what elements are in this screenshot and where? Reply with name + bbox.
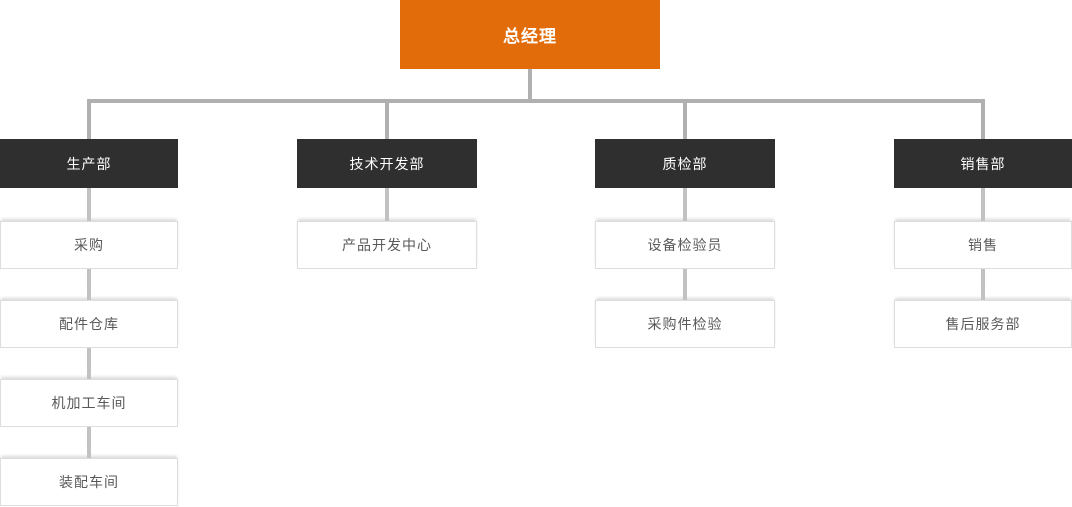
connector-dept-stem-tech: [385, 99, 389, 139]
org-node-production-dept: 生产部: [0, 139, 178, 188]
org-node-equipment-inspector: 设备检验员: [595, 221, 775, 269]
connector-child-stem: [385, 188, 389, 221]
org-node-sales: 销售: [894, 221, 1072, 269]
org-node-quality-inspection-dept: 质检部: [595, 139, 775, 188]
connector-root-stem: [528, 69, 532, 103]
org-node-purchased-parts-inspection: 采购件检验: [595, 300, 775, 348]
connector-dept-stem-production: [87, 99, 91, 139]
connector-child-stem: [683, 269, 687, 300]
connector-child-stem: [981, 269, 985, 300]
org-node-tech-development-dept: 技术开发部: [297, 139, 477, 188]
org-node-sales-dept: 销售部: [894, 139, 1072, 188]
org-node-product-development-center: 产品开发中心: [297, 221, 477, 269]
org-node-general-manager: 总经理: [400, 0, 660, 69]
org-node-purchasing: 采购: [0, 221, 178, 269]
connector-child-stem: [87, 269, 91, 300]
connector-horizontal: [87, 99, 985, 103]
org-node-machining-workshop: 机加工车间: [0, 379, 178, 427]
connector-child-stem: [683, 188, 687, 221]
org-node-parts-warehouse: 配件仓库: [0, 300, 178, 348]
org-node-assembly-workshop: 装配车间: [0, 458, 178, 506]
connector-child-stem: [981, 188, 985, 221]
connector-dept-stem-qc: [683, 99, 687, 139]
connector-dept-stem-sales: [981, 99, 985, 139]
connector-child-stem: [87, 188, 91, 221]
connector-child-stem: [87, 348, 91, 379]
org-node-after-sales-service-dept: 售后服务部: [894, 300, 1072, 348]
connector-child-stem: [87, 427, 91, 458]
